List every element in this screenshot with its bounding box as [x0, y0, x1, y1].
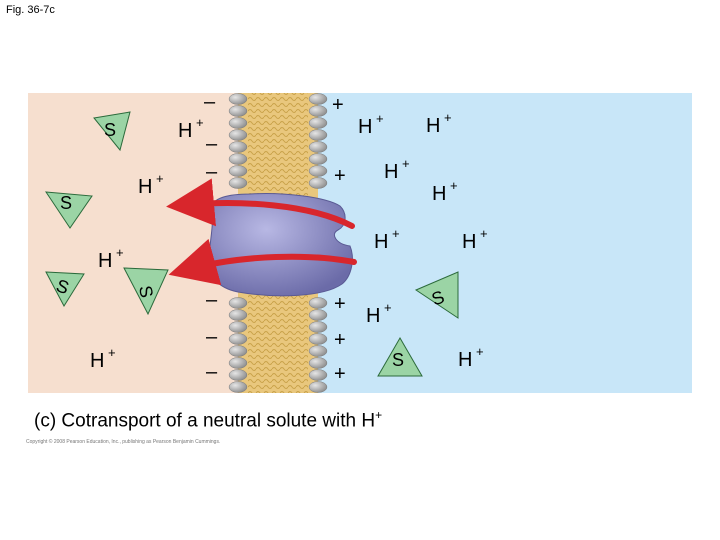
phospholipid-head — [309, 178, 327, 189]
phospholipid-head — [229, 118, 247, 129]
svg-text:+: + — [444, 110, 452, 125]
svg-text:H: H — [384, 161, 398, 183]
phospholipid-head — [229, 370, 247, 381]
svg-text:H: H — [366, 305, 380, 327]
negative-charge: – — [206, 289, 218, 311]
svg-text:+: + — [116, 245, 124, 260]
svg-text:+: + — [476, 344, 484, 359]
phospholipid-head — [309, 166, 327, 177]
svg-text:H: H — [358, 116, 372, 138]
positive-charge: + — [334, 363, 346, 385]
phospholipid-head — [309, 130, 327, 141]
phospholipid-head — [229, 154, 247, 165]
svg-text:+: + — [402, 156, 410, 171]
phospholipid-head — [229, 322, 247, 333]
svg-text:+: + — [108, 345, 116, 360]
svg-text:+: + — [392, 226, 400, 241]
phospholipid-head — [309, 334, 327, 345]
phospholipid-head — [309, 298, 327, 309]
phospholipid-head — [309, 358, 327, 369]
svg-text:H: H — [426, 115, 440, 137]
svg-text:H: H — [98, 250, 112, 272]
phospholipid-head — [309, 94, 327, 105]
svg-text:S: S — [60, 193, 72, 213]
svg-text:+: + — [450, 178, 458, 193]
svg-text:H: H — [138, 176, 152, 198]
phospholipid-head — [309, 310, 327, 321]
svg-text:S: S — [392, 350, 404, 370]
positive-charge: + — [332, 94, 344, 116]
phospholipid-head — [229, 142, 247, 153]
svg-text:H: H — [374, 231, 388, 253]
svg-text:S: S — [104, 120, 116, 140]
svg-text:H: H — [178, 120, 192, 142]
phospholipid-head — [309, 382, 327, 393]
svg-text:+: + — [384, 300, 392, 315]
caption-text: (c) Cotransport of a neutral solute with… — [34, 410, 375, 431]
svg-text:H: H — [432, 183, 446, 205]
phospholipid-head — [309, 370, 327, 381]
svg-text:+: + — [376, 111, 384, 126]
phospholipid-head — [229, 166, 247, 177]
phospholipid-head — [309, 106, 327, 117]
phospholipid-head — [309, 154, 327, 165]
svg-text:+: + — [480, 226, 488, 241]
negative-charge: – — [204, 91, 216, 113]
svg-text:+: + — [196, 115, 204, 130]
phospholipid-head — [229, 298, 247, 309]
negative-charge: – — [206, 161, 218, 183]
phospholipid-head — [309, 346, 327, 357]
svg-text:+: + — [156, 171, 164, 186]
phospholipid-head — [229, 346, 247, 357]
svg-text:H: H — [462, 231, 476, 253]
negative-charge: – — [206, 133, 218, 155]
positive-charge: + — [334, 165, 346, 187]
phospholipid-head — [229, 310, 247, 321]
phospholipid-head — [229, 382, 247, 393]
phospholipid-head — [309, 142, 327, 153]
figure-caption: (c) Cotransport of a neutral solute with… — [34, 408, 382, 432]
positive-charge: + — [334, 293, 346, 315]
phospholipid-head — [229, 358, 247, 369]
copyright-notice: Copyright © 2008 Pearson Education, Inc.… — [26, 439, 220, 445]
negative-charge: – — [206, 361, 218, 383]
negative-charge: – — [206, 326, 218, 348]
phospholipid-head — [229, 94, 247, 105]
svg-text:H: H — [90, 350, 104, 372]
caption-superscript: + — [375, 408, 382, 422]
positive-charge: + — [334, 329, 346, 351]
inside-region — [316, 93, 692, 393]
phospholipid-head — [229, 178, 247, 189]
phospholipid-head — [229, 130, 247, 141]
svg-text:H: H — [458, 349, 472, 371]
phospholipid-head — [309, 118, 327, 129]
phospholipid-head — [309, 322, 327, 333]
phospholipid-head — [229, 334, 247, 345]
phospholipid-head — [229, 106, 247, 117]
